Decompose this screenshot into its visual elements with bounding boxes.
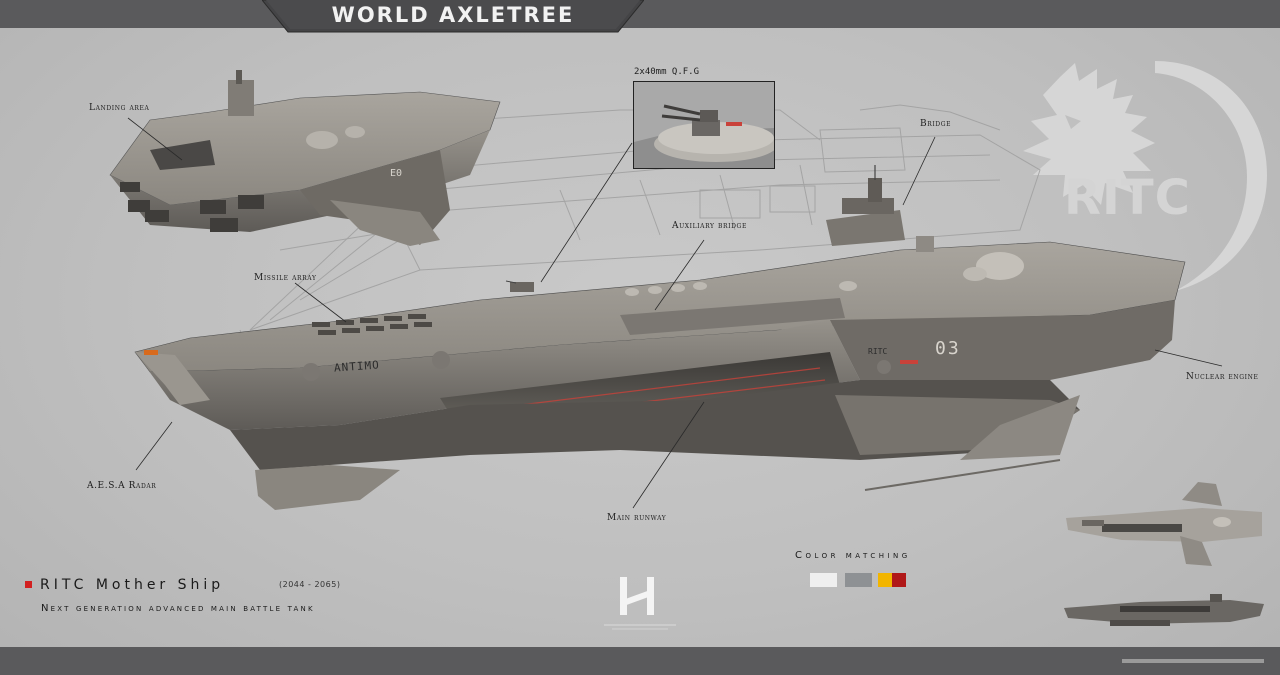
callout-nuclear-engine: Nuclear engine: [1186, 372, 1259, 382]
bottom-progress-line: [1122, 659, 1264, 663]
callout-lines: [127, 117, 1223, 509]
color-swatch-grey: [845, 573, 872, 587]
color-matching-title: Color matching: [795, 550, 911, 561]
callout-landing-area: Landing area: [89, 103, 150, 113]
callout-missile-array: Missile array: [254, 273, 317, 283]
sponson-marking: RITC: [868, 347, 888, 356]
caption-title: RITC Mother Ship: [40, 577, 225, 593]
studio-logo: [604, 577, 676, 630]
thumbnail-top-view: [1066, 482, 1262, 566]
ritc-wolf-logo: [1023, 61, 1267, 291]
caption-title-marker: [25, 581, 32, 588]
page-title: WORLD AXLETREE: [331, 3, 575, 27]
thumbnail-side-view: [1064, 594, 1264, 626]
callout-aesa-radar: A.E.S.A Radar: [87, 481, 157, 491]
color-swatch-white: [810, 573, 837, 587]
watermark-text: RITC: [1064, 170, 1191, 226]
callout-auxiliary-bridge: Auxiliary bridge: [672, 221, 747, 231]
gun-inset-label: 2x40mm Q.F.G: [634, 67, 700, 77]
callout-main-runway: Main runway: [607, 513, 667, 523]
mother-ship-main: [134, 165, 1186, 510]
gun-turret-render: [634, 82, 774, 168]
callout-bridge: Bridge: [920, 119, 952, 129]
caption-subtitle: Next generation advanced main battle tan…: [41, 603, 315, 614]
gun-inset-frame: [633, 81, 775, 169]
hull-number-marking: 03: [935, 338, 961, 359]
bow-code-marking: E0: [390, 168, 403, 179]
title-plate: [262, 0, 644, 33]
color-swatch-yellow: [878, 573, 892, 587]
landing-ship-perspective: [109, 70, 501, 246]
bottom-bar: [0, 647, 1280, 675]
color-swatch-red: [892, 573, 906, 587]
caption-years: (2044 - 2065): [279, 580, 341, 589]
